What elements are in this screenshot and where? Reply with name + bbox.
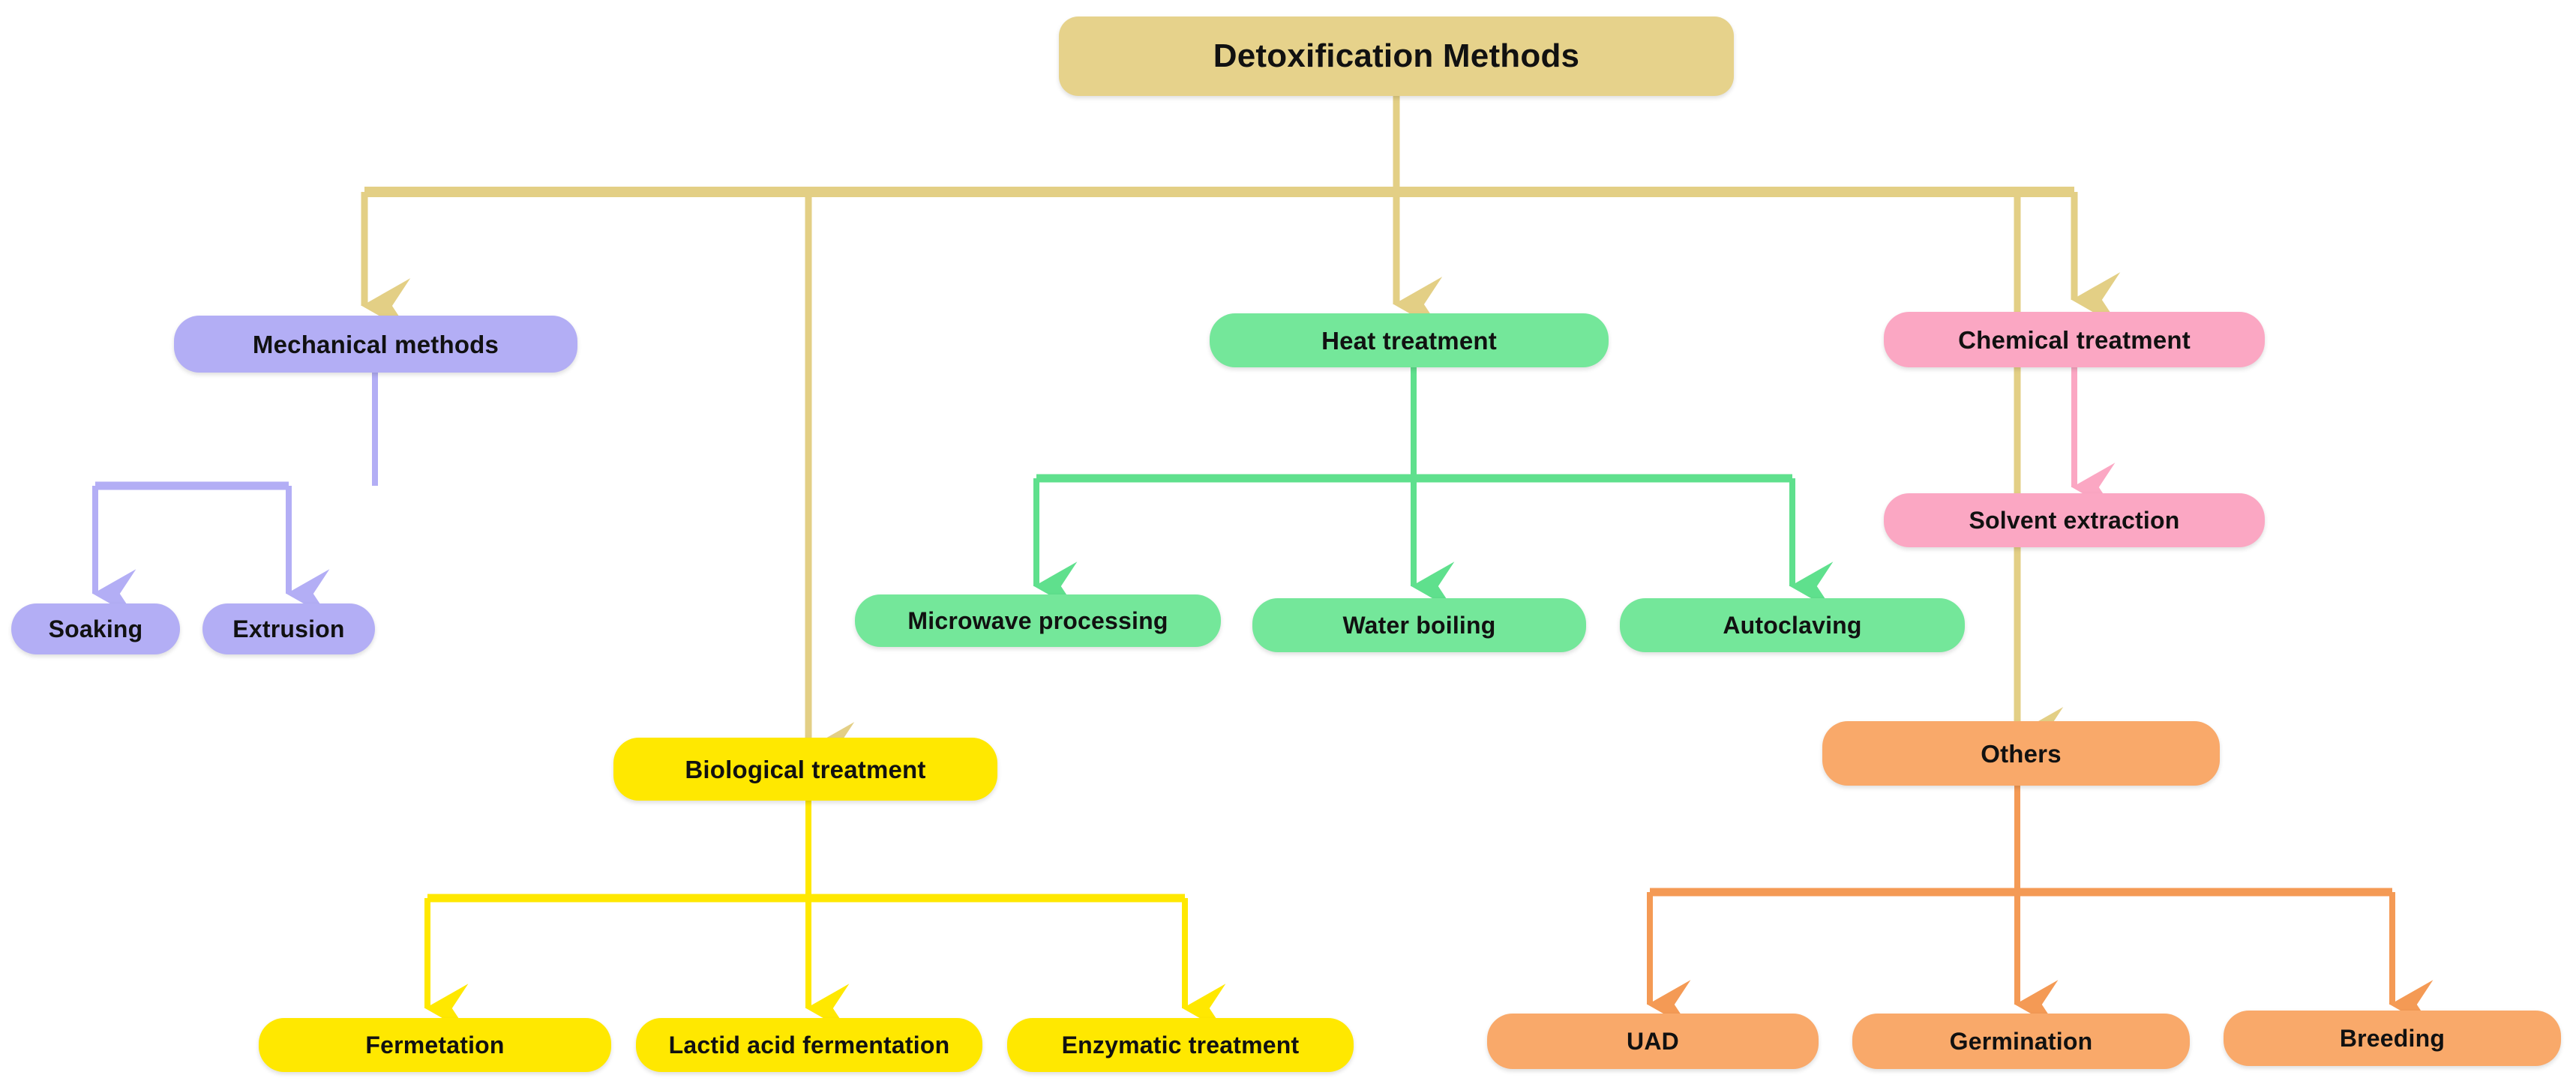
node-label: Enzymatic treatment bbox=[1061, 1032, 1300, 1059]
node-label: Heat treatment bbox=[1321, 326, 1497, 355]
node-label: Water boiling bbox=[1342, 612, 1496, 639]
node-fermetation[interactable]: Fermetation bbox=[259, 1018, 611, 1072]
node-label: Chemical treatment bbox=[1958, 325, 2191, 354]
node-label: Lactid acid fermentation bbox=[668, 1032, 950, 1059]
node-enzymatic-treatment[interactable]: Enzymatic treatment bbox=[1007, 1018, 1354, 1072]
node-extrusion[interactable]: Extrusion bbox=[202, 603, 375, 654]
node-others[interactable]: Others bbox=[1822, 721, 2220, 786]
node-breeding[interactable]: Breeding bbox=[2224, 1011, 2561, 1066]
node-solvent-extraction[interactable]: Solvent extraction bbox=[1884, 493, 2265, 547]
node-label: Microwave processing bbox=[907, 607, 1168, 634]
node-label: Germination bbox=[1949, 1028, 2093, 1055]
node-label: Mechanical methods bbox=[252, 330, 499, 358]
node-label: Fermetation bbox=[365, 1032, 505, 1059]
node-label: Others bbox=[1981, 739, 2062, 768]
node-label: Breeding bbox=[2339, 1025, 2446, 1052]
node-water-boiling[interactable]: Water boiling bbox=[1252, 598, 1586, 652]
node-uad[interactable]: UAD bbox=[1487, 1014, 1819, 1069]
node-heat-treatment[interactable]: Heat treatment bbox=[1210, 313, 1609, 367]
node-label: Extrusion bbox=[232, 615, 345, 642]
node-label: Autoclaving bbox=[1723, 612, 1862, 639]
node-label: Biological treatment bbox=[685, 755, 926, 783]
node-biological-treatment[interactable]: Biological treatment bbox=[613, 738, 997, 801]
node-germination[interactable]: Germination bbox=[1852, 1014, 2190, 1069]
edge-root-trunk bbox=[364, 96, 2074, 197]
node-label: Soaking bbox=[48, 615, 143, 642]
node-label: Detoxification Methods bbox=[1213, 37, 1580, 74]
node-chemical-treatment[interactable]: Chemical treatment bbox=[1884, 312, 2265, 367]
edge-mechanical-subtree bbox=[92, 373, 378, 618]
edge-others-subtree bbox=[1647, 786, 2434, 1029]
node-detoxification-methods[interactable]: Detoxification Methods bbox=[1059, 16, 1734, 96]
edge-heat-subtree bbox=[1033, 367, 1834, 611]
edge-biological-subtree bbox=[424, 801, 1226, 1033]
node-lactid-acid-fermentation[interactable]: Lactid acid fermentation bbox=[636, 1018, 982, 1072]
node-label: Solvent extraction bbox=[1969, 507, 2180, 534]
node-autoclaving[interactable]: Autoclaving bbox=[1620, 598, 1965, 652]
node-microwave-processing[interactable]: Microwave processing bbox=[855, 594, 1221, 647]
node-label: UAD bbox=[1627, 1028, 1679, 1055]
node-soaking[interactable]: Soaking bbox=[11, 603, 180, 654]
node-mechanical-methods[interactable]: Mechanical methods bbox=[174, 316, 577, 373]
